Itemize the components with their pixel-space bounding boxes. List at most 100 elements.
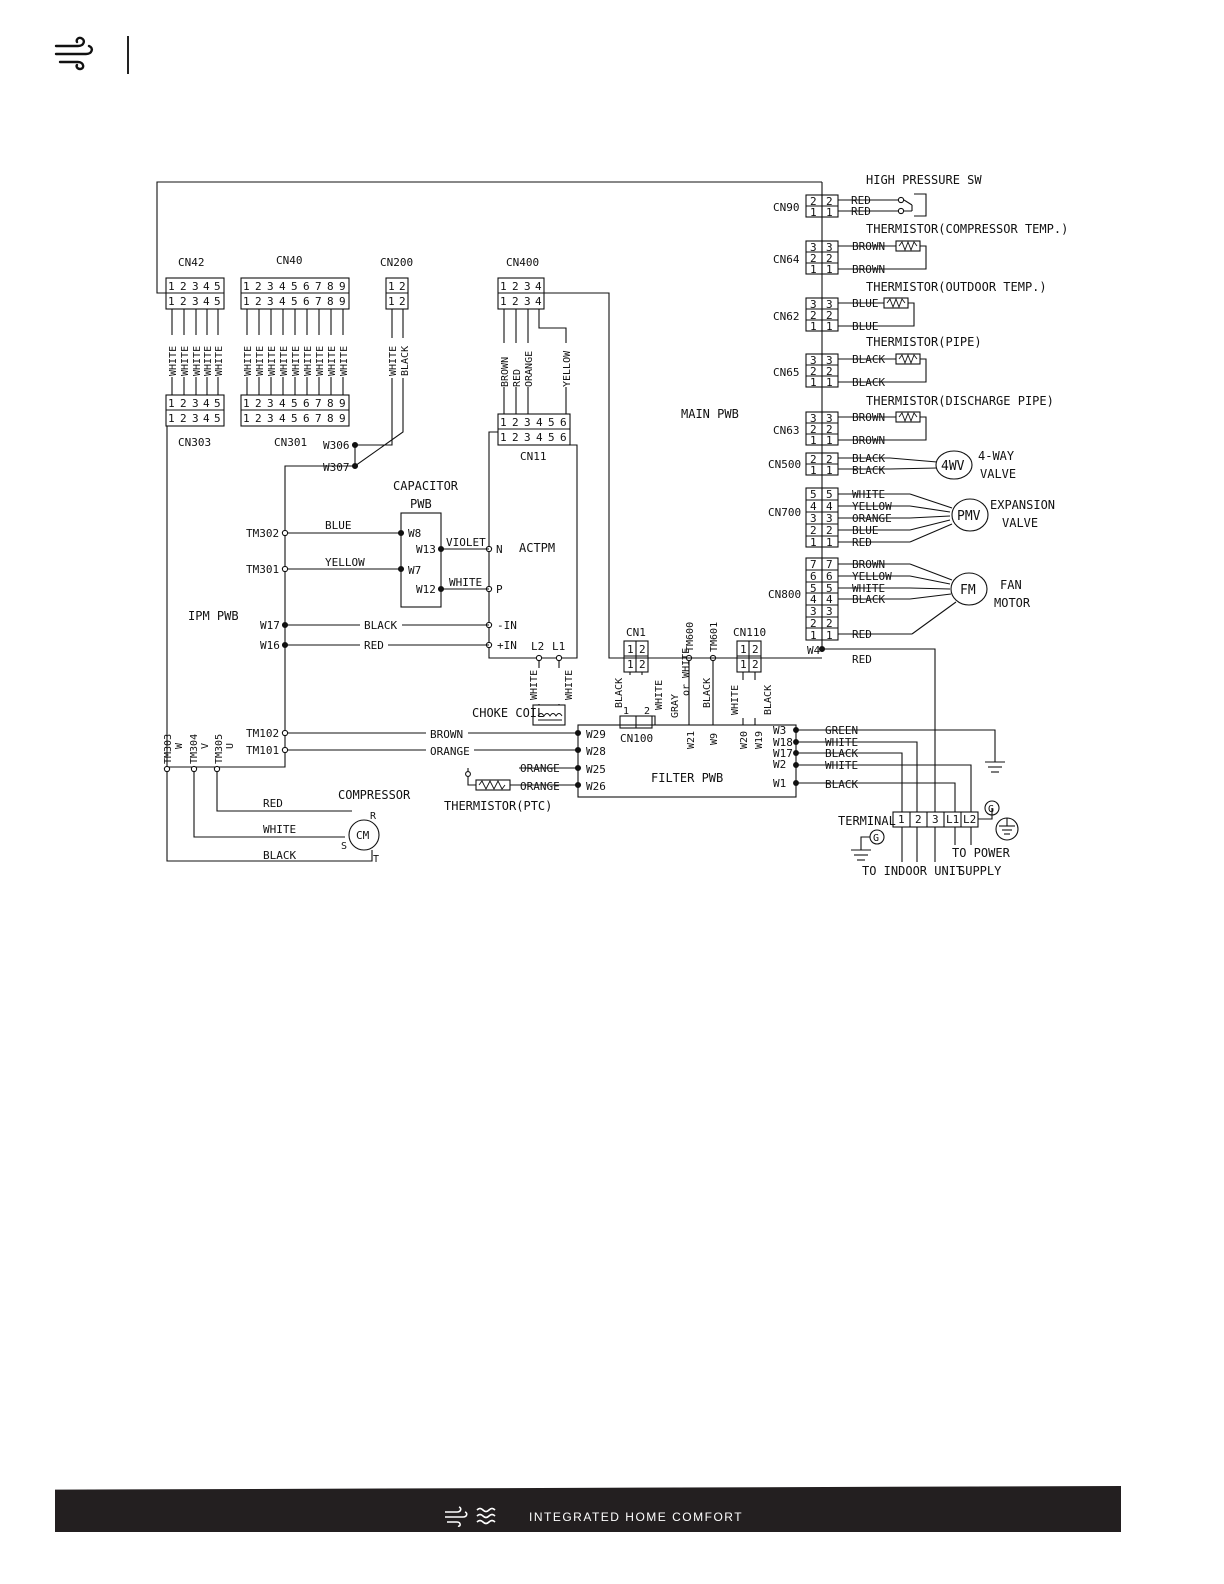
svg-text:2: 2: [810, 453, 817, 466]
svg-text:2: 2: [752, 658, 759, 671]
cn200-black-wire: [167, 309, 404, 768]
svg-text:2: 2: [512, 295, 519, 308]
svg-text:2: 2: [512, 280, 519, 293]
high-pressure-sw-label: HIGH PRESSURE SW: [866, 173, 982, 187]
cn700-label: CN700: [768, 506, 801, 519]
cn62-label: CN62: [773, 310, 800, 323]
svg-text:1: 1: [826, 464, 833, 477]
svg-text:1: 1: [810, 536, 817, 549]
svg-text:2: 2: [810, 309, 817, 322]
w20-label: W20: [739, 731, 750, 749]
svg-text:4: 4: [203, 295, 210, 308]
cn800-label: CN800: [768, 588, 801, 601]
svg-text:9: 9: [339, 397, 346, 410]
w17-label: W17: [260, 619, 280, 632]
cn62-blue-label-2: BLUE: [852, 320, 879, 333]
svg-text:1: 1: [826, 320, 833, 333]
svg-text:WHITE: WHITE: [203, 346, 214, 376]
actpm-l2-label: L2: [531, 640, 544, 653]
cn1-label: CN1: [626, 626, 646, 639]
cn110-black-label: BLACK: [763, 685, 774, 715]
cn800-white-label: WHITE: [852, 582, 885, 595]
tm102-brown-label: BROWN: [430, 728, 463, 741]
w16-red-label: RED: [364, 639, 384, 652]
svg-text:4: 4: [279, 412, 286, 425]
svg-text:6: 6: [303, 280, 310, 293]
svg-text:4: 4: [279, 280, 286, 293]
svg-text:1: 1: [388, 295, 395, 308]
svg-text:2: 2: [826, 252, 833, 265]
choke-white-label-2: WHITE: [564, 670, 575, 700]
svg-text:8: 8: [327, 280, 334, 293]
wind-icon: [445, 1506, 468, 1527]
svg-text:3: 3: [524, 416, 531, 429]
svg-text:4: 4: [826, 593, 833, 606]
actpm-plus-in-label: +IN: [497, 639, 517, 652]
svg-text:5: 5: [214, 280, 221, 293]
four-way-valve-label-1: 4-WAY: [978, 449, 1015, 463]
svg-text:2: 2: [810, 195, 817, 208]
footer-tagline: INTEGRATED HOME COMFORT: [529, 1510, 744, 1524]
svg-text:3: 3: [826, 412, 833, 425]
ground-g-right: G: [988, 804, 994, 815]
compressor-motor-symbol: [348, 819, 380, 851]
capacitor-pwb-label-1: CAPACITOR: [393, 479, 459, 493]
ground-marker-right: [984, 800, 1000, 816]
w16-label: W16: [260, 639, 280, 652]
svg-text:1: 1: [243, 412, 250, 425]
footer-bar: INTEGRATED HOME COMFORT: [55, 1486, 1121, 1532]
svg-text:WHITE: WHITE: [255, 346, 266, 376]
svg-text:8: 8: [327, 397, 334, 410]
svg-text:5: 5: [214, 295, 221, 308]
actpm-outline: [488, 431, 578, 659]
svg-text:5: 5: [826, 582, 833, 595]
expansion-valve-symbol: [951, 498, 989, 532]
terminal-block: 1 2 3 L1 L2: [892, 811, 979, 828]
comp-red-label: RED: [263, 797, 283, 810]
w21-label: W21: [686, 731, 697, 749]
cn200-black-label: BLACK: [400, 346, 411, 376]
svg-text:2: 2: [512, 416, 519, 429]
svg-text:1: 1: [810, 434, 817, 447]
svg-text:3: 3: [826, 354, 833, 367]
svg-text:3: 3: [524, 295, 531, 308]
filter-pwb-label: FILTER PWB: [651, 771, 723, 785]
svg-text:WHITE: WHITE: [180, 346, 191, 376]
svg-text:3: 3: [810, 512, 817, 525]
svg-text:2: 2: [826, 524, 833, 537]
tm304-phase: V: [200, 743, 211, 749]
svg-text:2: 2: [180, 295, 187, 308]
cn700-wires: [838, 493, 953, 543]
svg-text:WHITE: WHITE: [303, 346, 314, 376]
svg-text:1: 1: [627, 658, 634, 671]
svg-text:4: 4: [203, 280, 210, 293]
svg-text:WHITE: WHITE: [291, 346, 302, 376]
svg-text:5: 5: [291, 397, 298, 410]
svg-text:3: 3: [826, 512, 833, 525]
actpm-label: ACTPM: [519, 541, 555, 555]
cn800-yellow-label: YELLOW: [852, 570, 892, 583]
svg-text:1: 1: [826, 376, 833, 389]
svg-text:1: 1: [500, 280, 507, 293]
svg-text:1: 1: [810, 629, 817, 642]
w17-black-label: BLACK: [364, 619, 397, 632]
wind-icon: [54, 36, 94, 71]
w26-orange-label: ORANGE: [520, 780, 560, 793]
w13-label: W13: [416, 543, 436, 556]
compressor-s-label: S: [341, 841, 347, 852]
tm102-label: TM102: [246, 727, 279, 740]
cn1-white-label: WHITE: [654, 680, 665, 710]
fan-motor-label-1: FAN: [1000, 578, 1022, 592]
svg-text:2: 2: [639, 658, 646, 671]
svg-text:5: 5: [810, 582, 817, 595]
svg-text:2: 2: [915, 813, 922, 826]
th-discharge-label: THERMISTOR(DISCHARGE PIPE): [866, 394, 1054, 408]
four-way-valve-4wv: 4WV: [941, 459, 965, 474]
thermistor-ptc-label: THERMISTOR(PTC): [444, 799, 552, 813]
svg-text:L2: L2: [963, 813, 976, 826]
